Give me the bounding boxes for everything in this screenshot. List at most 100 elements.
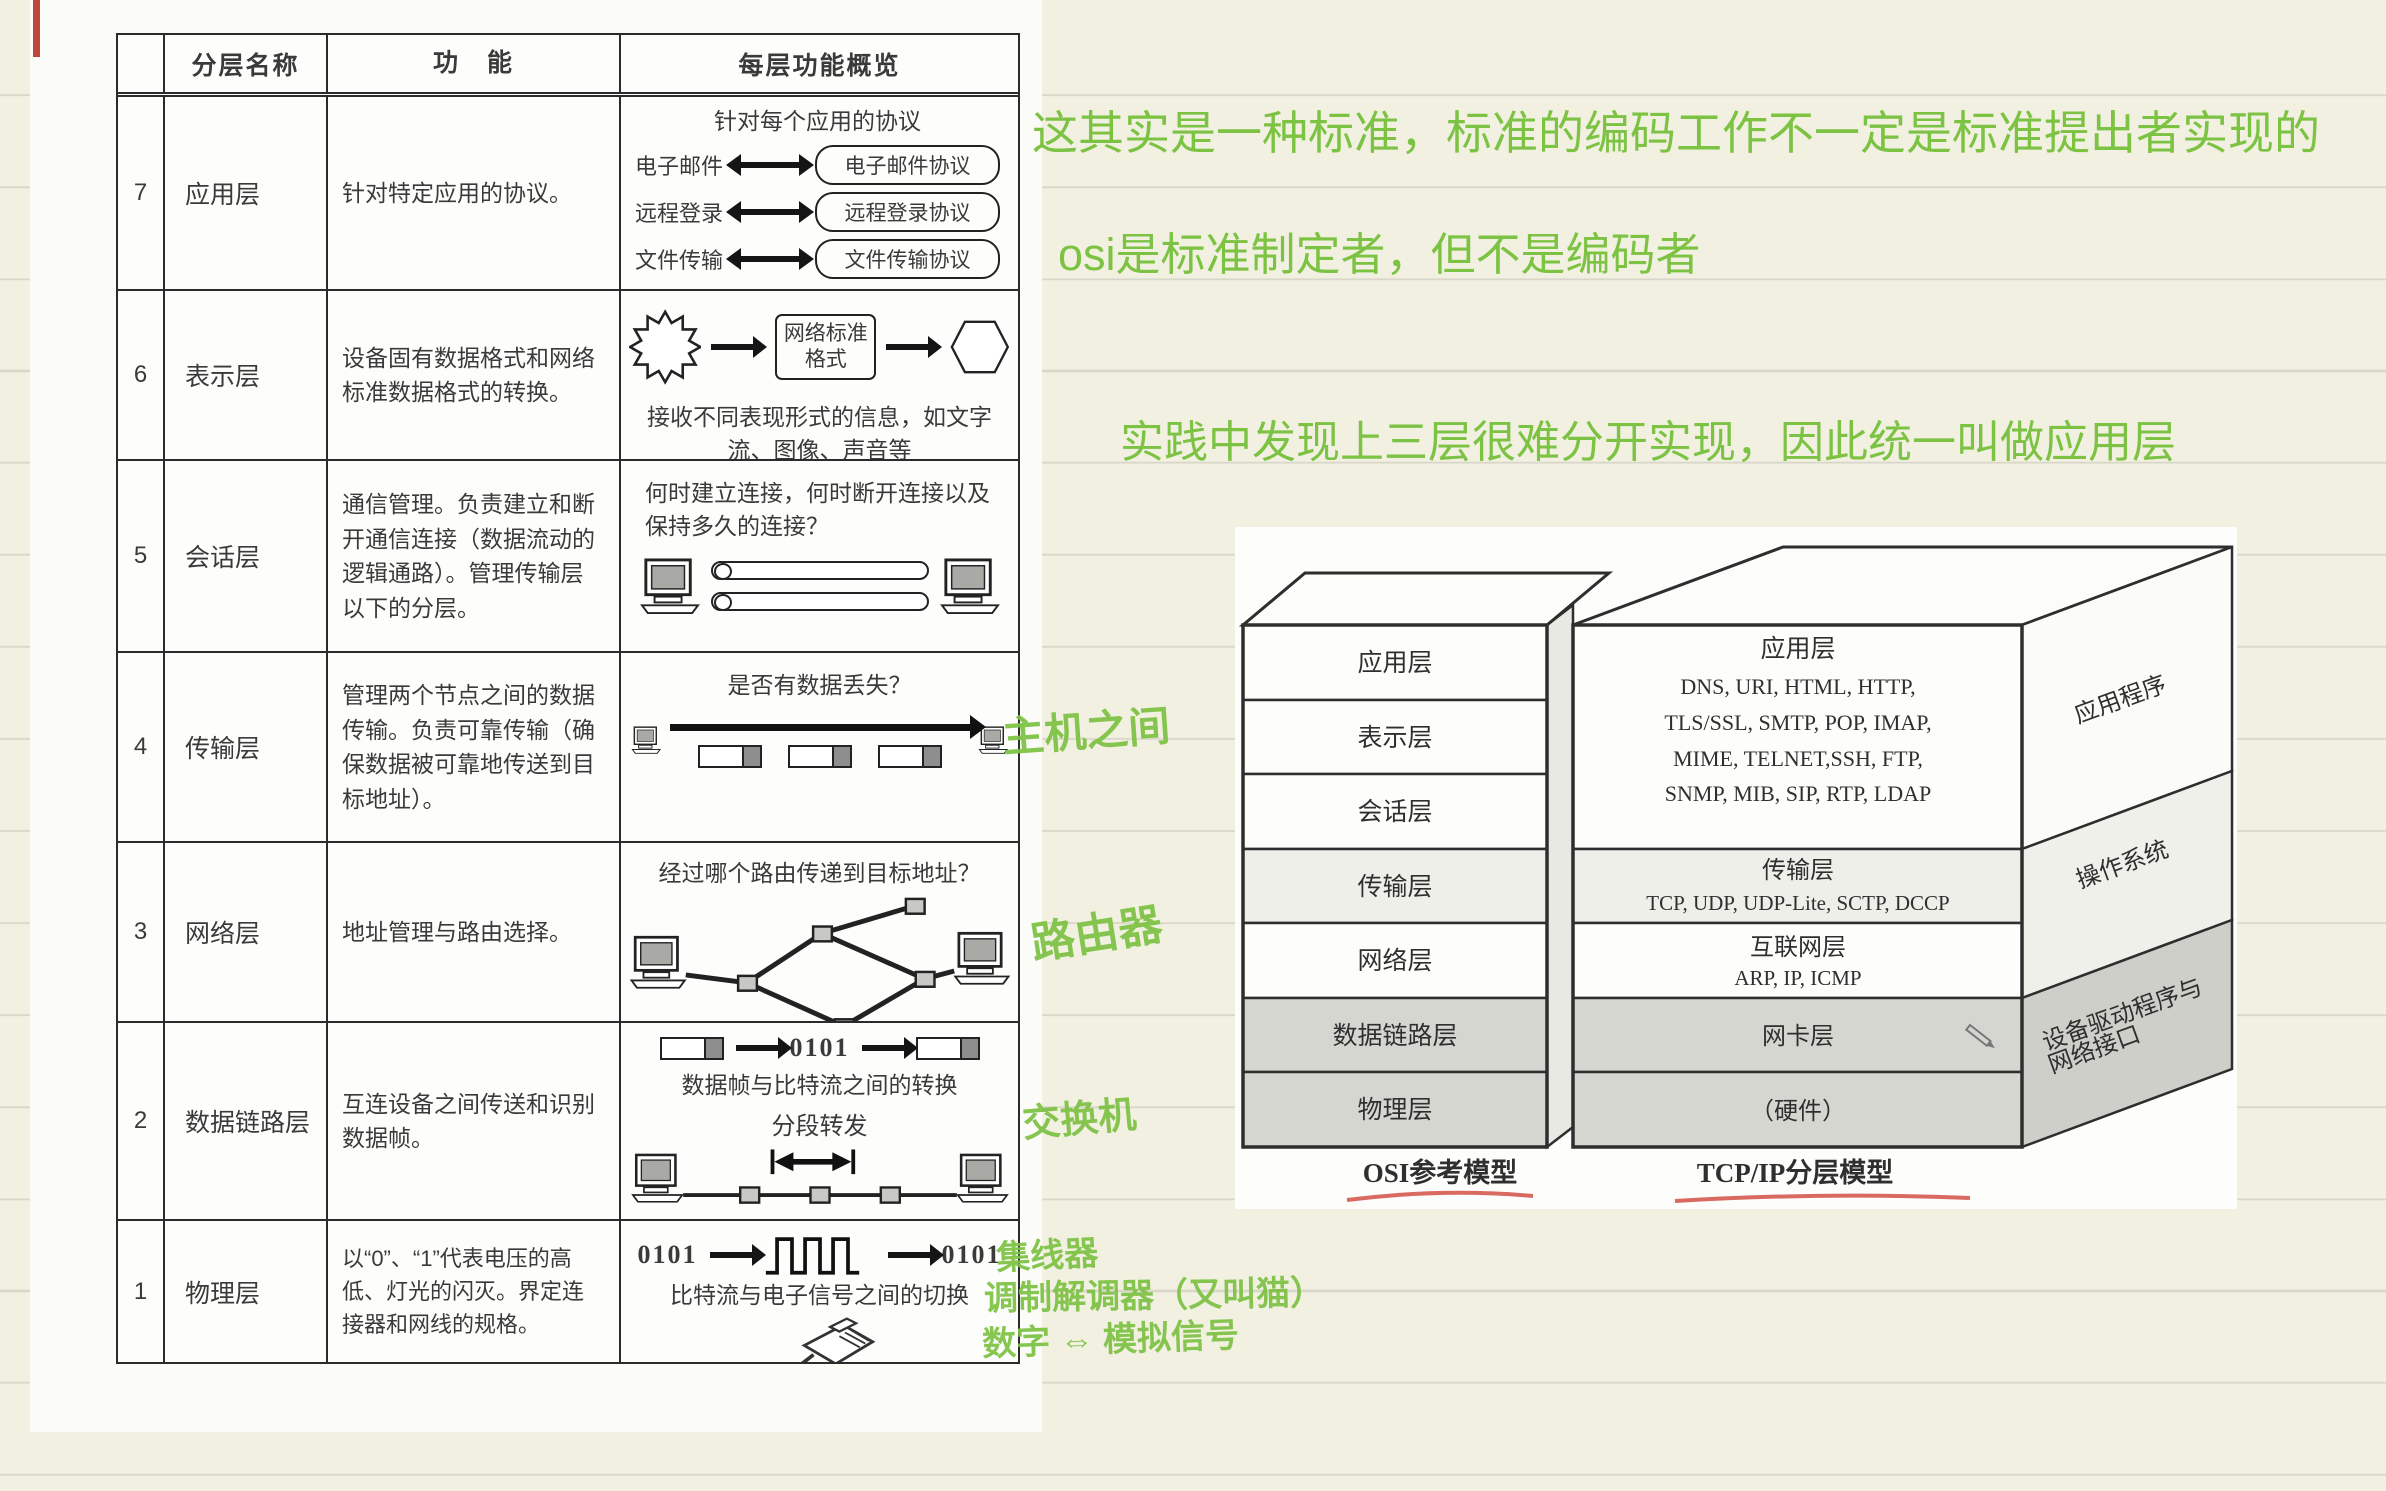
- layer-overview: 经过哪个路由传递到目标地址？: [621, 843, 1018, 1021]
- connection-pipes-scene: [631, 558, 1008, 614]
- layer-name: 网络层: [165, 843, 328, 1021]
- table-row-presentation: 6 表示层 设备固有数据格式和网络标准数据格式的转换。 网络标准格式: [118, 291, 1018, 461]
- long-arrow-icon: [669, 715, 986, 740]
- note-line-practice: 实践中发现上三层很难分开实现，因此统一叫做应用层: [1120, 418, 2176, 467]
- overview-caption: 接收不同表现形式的信息，如文字流、图像、声音等: [647, 404, 992, 459]
- pair-label: 电子邮件: [635, 154, 724, 180]
- overview-caption: 何时建立连接，何时断开连接以及保持多久的连接？: [645, 480, 990, 540]
- table-row-transport: 4 传输层 管理两个节点之间的数据传输。负责可靠传输（确保数据被可靠地传送到目标…: [118, 653, 1018, 843]
- layer-name: 数据链路层: [165, 1023, 328, 1219]
- svg-text:互联网层: 互联网层: [1750, 934, 1846, 961]
- protocol-pair: 远程登录 远程登录协议: [635, 192, 1000, 233]
- header-function: 功 能: [328, 35, 621, 92]
- pencil-cursor-icon: [1964, 1023, 1995, 1049]
- header-overview: 每层功能概览: [738, 51, 901, 80]
- osi-layer-labels: 应用层 表示层 会话层 传输层 网络层 数据链路层 物理层: [1332, 649, 1457, 1124]
- computer-icon: [631, 1153, 684, 1203]
- layer-name: 物理层: [165, 1221, 328, 1362]
- segment-forward-scene: [631, 1149, 1008, 1204]
- overview-caption2: 分段转发: [771, 1113, 868, 1141]
- svg-text:TLS/SSL, SMTP, POP, IMAP,: TLS/SSL, SMTP, POP, IMAP,: [1664, 710, 1931, 735]
- bit-string: 0101: [789, 1033, 850, 1062]
- pipe-icon: [710, 591, 929, 611]
- pipe-icon: [710, 560, 929, 580]
- layer-overview: 针对每个应用的协议 电子邮件 电子邮件协议 远程登录 远程登录协议 文件传输: [621, 97, 1018, 289]
- pair-protocol: 电子邮件协议: [814, 145, 1000, 186]
- format-box: 网络标准格式: [775, 313, 877, 381]
- layer-name: 应用层: [165, 97, 328, 289]
- computer-icon: [955, 1153, 1008, 1203]
- table-row-datalink: 2 数据链路层 互连设备之间传送和识别数据帧。 0101 数据帧与比特流之间的转…: [118, 1023, 1018, 1221]
- rj45-connector-icon: [800, 1317, 875, 1362]
- layer-overview: 网络标准格式 接收不同表现形式的信息，如文字流、图像、声音等: [621, 291, 1018, 459]
- svg-text:表示层: 表示层: [1357, 724, 1432, 752]
- frame-icon: [915, 1036, 980, 1060]
- scanned-textbook-page: 分层名称 功 能 每层功能概览 7 应用层 针对特定应用的协议。 针对每个应用的…: [30, 0, 1042, 1432]
- layer-overview: 是否有数据丢失？: [621, 653, 1018, 841]
- pair-protocol: 远程登录协议: [814, 192, 1000, 233]
- svg-text:ARP, IP, ICMP: ARP, IP, ICMP: [1734, 966, 1861, 990]
- diagram-svg: 应用层 表示层 会话层 传输层 网络层 数据链路层 物理层 应用层 DNS, U…: [1238, 545, 2234, 1203]
- overview-caption: 比特流与电子信号之间的切换: [670, 1282, 969, 1308]
- packet-icon: [787, 745, 852, 769]
- pair-protocol: 文件传输协议: [814, 239, 1000, 280]
- handwriting-hosts: 主机之间: [1000, 702, 1172, 761]
- svg-text:MIME, TELNET,SSH, FTP,: MIME, TELNET,SSH, FTP,: [1673, 746, 1923, 771]
- svg-text:传输层: 传输层: [1762, 857, 1834, 884]
- protocol-pair: 文件传输 文件传输协议: [635, 239, 1000, 280]
- note-line-standard: 这其实是一种标准，标准的编码工作不一定是标准提出者实现的: [1032, 107, 2320, 159]
- header-layer-name: 分层名称: [165, 35, 328, 92]
- svg-text:DNS, URI, HTML, HTTP,: DNS, URI, HTML, HTTP,: [1680, 674, 1915, 699]
- row-num: 5: [118, 461, 165, 651]
- computer-icon: [939, 558, 1001, 614]
- tcpip-labels: 应用层 DNS, URI, HTML, HTTP, TLS/SSL, SMTP,…: [1646, 635, 1949, 1125]
- layer-function: 以“0”、“1”代表电压的高低、灯光的闪灭。界定连接器和网线的规格。: [328, 1221, 621, 1362]
- layer-function: 设备固有数据格式和网络标准数据格式的转换。: [328, 291, 621, 459]
- hexagon-icon: [950, 320, 1010, 374]
- overview-title: 针对每个应用的协议: [714, 108, 921, 134]
- osi-layers-table: 分层名称 功 能 每层功能概览 7 应用层 针对特定应用的协议。 针对每个应用的…: [116, 33, 1020, 1364]
- osi-side-sliver: [1545, 602, 1575, 1150]
- layer-function: 通信管理。负责建立和断开通信连接（数据流动的逻辑通路）。管理传输层以下的分层。: [328, 461, 621, 651]
- right-arrow-icon: [711, 336, 768, 358]
- protocol-pair: 电子邮件 电子邮件协议: [635, 145, 1000, 186]
- overview-caption: 数据帧与比特流之间的转换: [681, 1072, 958, 1098]
- tcpip-front-rows: [1571, 623, 2024, 1149]
- svg-text:网络层: 网络层: [1357, 947, 1432, 975]
- pair-label: 远程登录: [635, 201, 724, 227]
- svg-text:SNMP, MIB, SIP, RTP, LDAP: SNMP, MIB, SIP, RTP, LDAP: [1665, 781, 1931, 806]
- table-row-application: 7 应用层 针对特定应用的协议。 针对每个应用的协议 电子邮件 电子邮件协议 远…: [118, 97, 1018, 291]
- osi-top-face: [1238, 571, 1614, 627]
- right-arrow-icon: [735, 1037, 792, 1059]
- layer-function: 针对特定应用的协议。: [328, 97, 621, 289]
- table-header-row: 分层名称 功 能 每层功能概览: [118, 35, 1018, 97]
- row-num: 4: [118, 653, 165, 841]
- svg-text:应用层: 应用层: [1760, 635, 1835, 663]
- layer-overview: 0101 0101 比特流与电子信号之间的切换: [621, 1221, 1018, 1362]
- svg-text:数据链路层: 数据链路层: [1332, 1022, 1457, 1050]
- right-arrow-icon: [886, 336, 943, 358]
- row-num: 7: [118, 97, 165, 289]
- layer-name: 会话层: [165, 461, 328, 651]
- osi-tcpip-diagram: 应用层 表示层 会话层 传输层 网络层 数据链路层 物理层 应用层 DNS, U…: [1235, 527, 2237, 1209]
- packet-icon: [877, 745, 942, 769]
- svg-text:TCP, UDP, UDP-Lite, SCTP, DCCP: TCP, UDP, UDP-Lite, SCTP, DCCP: [1646, 891, 1949, 915]
- header-num: [118, 35, 165, 92]
- layer-function: 地址管理与路由选择。: [328, 843, 621, 1021]
- row-num: 1: [118, 1221, 165, 1362]
- svg-text:传输层: 传输层: [1357, 873, 1432, 901]
- layer-name: 传输层: [165, 653, 328, 841]
- computer-icon: [630, 936, 687, 990]
- red-pen-mark: [33, 0, 40, 57]
- svg-text:网卡层: 网卡层: [1762, 1023, 1834, 1050]
- layer-function: 管理两个节点之间的数据传输。负责可靠传输（确保数据被可靠地传送到目标地址）。: [328, 653, 621, 841]
- caption-osi-model: OSI参考模型: [1363, 1157, 1518, 1188]
- note-line-osi: osi是标准制定者，但不是编码者: [1058, 229, 1701, 280]
- overview-caption: 是否有数据丢失？: [727, 672, 912, 698]
- svg-text:应用层: 应用层: [1357, 649, 1432, 677]
- overview-caption: 经过哪个路由传递到目标地址？: [658, 860, 981, 886]
- caption-tcpip-model: TCP/IP分层模型: [1697, 1158, 1894, 1188]
- layer-overview: 0101 数据帧与比特流之间的转换 分段转发: [621, 1023, 1018, 1219]
- data-flow-scene: [631, 712, 1008, 769]
- svg-text:会话层: 会话层: [1357, 798, 1432, 826]
